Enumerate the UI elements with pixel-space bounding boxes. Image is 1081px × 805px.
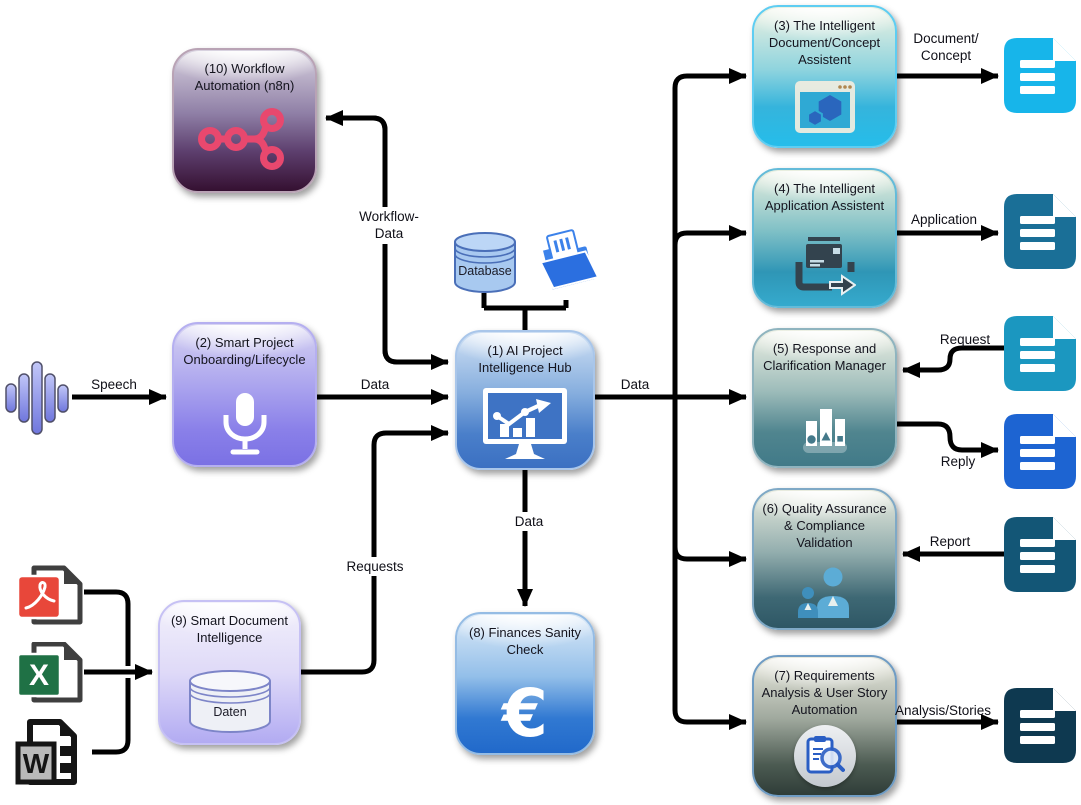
- edge-bus-to-n4: [672, 225, 747, 246]
- edge-label-speech: Speech: [91, 377, 137, 392]
- excel-file-icon: X: [16, 642, 83, 703]
- people-icon: [797, 567, 849, 618]
- node-smart-document-intelligence: (9) Smart Document Intelligence Daten: [158, 600, 301, 745]
- node-application-assistent: (4) The Intelligent Application Assisten…: [752, 168, 897, 308]
- daten-cylinder-icon: Daten: [188, 670, 271, 733]
- reply-doc-icon: [1004, 414, 1076, 489]
- analysis-doc-icon: [1004, 688, 1076, 763]
- node-document-concept-assistent: (3) The Intelligent Document/Concept Ass…: [752, 5, 897, 148]
- edge-label-application: Application: [910, 212, 978, 227]
- node-title: (9) Smart Document Intelligence: [170, 613, 289, 646]
- edge-pdf-merge: [84, 589, 131, 666]
- speech-waveform-icon: [5, 361, 69, 435]
- node-title: (1) AI Project Intelligence Hub: [478, 343, 572, 376]
- node-ai-project-intelligence-hub: (1) AI Project Intelligence Hub: [455, 330, 595, 470]
- application-doc-icon: [1004, 194, 1076, 269]
- edge-label-reply: Reply: [940, 454, 976, 469]
- word-file-icon: W: [15, 719, 77, 785]
- node-response-clarification-manager: (5) Response and Clarification Manager: [752, 328, 897, 468]
- edge-word-merge: [92, 678, 131, 755]
- node-title: (3) The Intelligent Document/Concept Ass…: [768, 18, 881, 68]
- document-concept-doc-icon: [1004, 38, 1076, 113]
- request-doc-icon: [1004, 316, 1076, 391]
- node-workflow-automation: (10) Workflow Automation (n8n): [172, 48, 317, 193]
- edge-request-in: [902, 345, 1004, 378]
- node-title: (2) Smart Project Onboarding/Lifecycle: [183, 335, 306, 368]
- node-title: (6) Quality Assurance & Compliance Valid…: [762, 501, 887, 551]
- database-label: Database: [458, 264, 512, 278]
- edge-db-folder-to-hub: [481, 293, 569, 330]
- database-cylinder-icon: Database: [454, 232, 516, 293]
- clipboard-search-icon: [806, 736, 845, 774]
- report-doc-icon: [1004, 517, 1076, 592]
- node-finances-sanity-check: (8) Finances Sanity Check €: [455, 612, 595, 755]
- edge-label-document-concept: Document/ Concept: [913, 31, 979, 64]
- microphone-icon: [223, 393, 266, 455]
- clipboard-search-badge: [793, 725, 856, 787]
- window-app-icon: [794, 81, 855, 133]
- bar-chart-icon: [802, 409, 847, 453]
- edge-reply-out: [897, 421, 999, 458]
- node-smart-project-onboarding: (2) Smart Project Onboarding/Lifecycle: [172, 322, 317, 467]
- monitor-chart-icon: [483, 388, 567, 459]
- folder-icon: [539, 229, 600, 292]
- edge-label-data-out: Data: [620, 377, 650, 392]
- edge-label-report: Report: [929, 534, 971, 549]
- edge-label-data-in: Data: [360, 377, 390, 392]
- node-title: (5) Response and Clarification Manager: [763, 341, 886, 374]
- edge-label-workflow-data: Workflow- Data: [342, 207, 436, 244]
- edge-bus-to-n3: [672, 68, 747, 397]
- edge-bus-to-n6: [672, 546, 747, 567]
- mail-send-icon: [795, 237, 856, 296]
- daten-label: Daten: [213, 705, 246, 719]
- pdf-file-icon: [16, 565, 83, 625]
- edge-label-data-down: Data: [497, 512, 561, 532]
- euro-icon: €: [502, 675, 548, 752]
- node-quality-assurance-validation: (6) Quality Assurance & Compliance Valid…: [752, 488, 897, 630]
- excel-letter: X: [29, 659, 49, 692]
- node-title: (4) The Intelligent Application Assisten…: [764, 181, 885, 214]
- node-title: (10) Workflow Automation (n8n): [194, 61, 295, 94]
- edge-bus-to-n7: [672, 397, 747, 730]
- n8n-icon: [197, 108, 284, 170]
- edge-requests: [301, 425, 449, 675]
- node-requirements-analysis-automation: (7) Requirements Analysis & User Story A…: [752, 655, 897, 797]
- word-letter: W: [23, 748, 50, 779]
- edge-label-requests: Requests: [332, 557, 418, 577]
- node-title: (7) Requirements Analysis & User Story A…: [761, 668, 888, 718]
- edge-label-analysis-stories: Analysis/Stories: [894, 703, 992, 718]
- node-title: (8) Finances Sanity Check: [469, 625, 581, 658]
- edge-label-request: Request: [939, 332, 991, 347]
